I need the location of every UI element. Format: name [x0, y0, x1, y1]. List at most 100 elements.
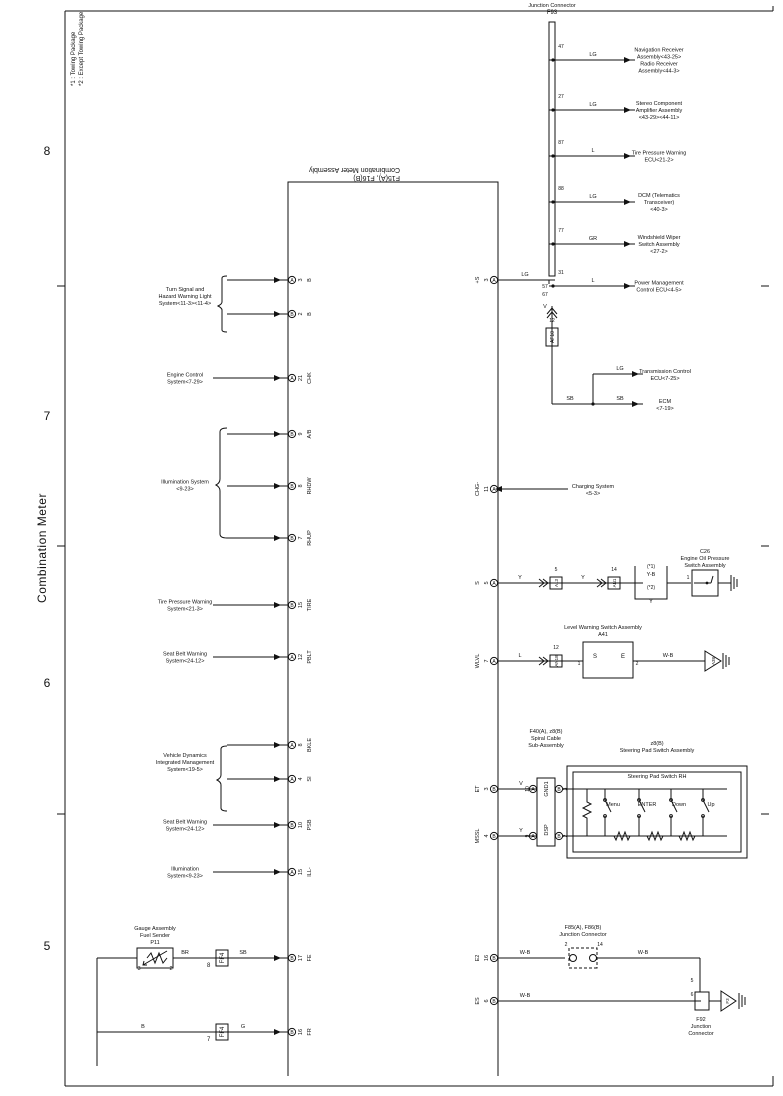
svg-text:21: 21: [298, 375, 304, 381]
note-line: *1 : Towing Package: [71, 31, 77, 86]
svg-text:E2: E2: [475, 955, 481, 962]
svg-text:Connector: Connector: [688, 1031, 714, 1037]
pin-number: 9: [525, 834, 531, 837]
svg-text:B: B: [290, 603, 294, 609]
svg-text:2: 2: [169, 966, 172, 972]
svg-text:4: 4: [298, 777, 304, 780]
washer-name: Level Warning Switch Assembly: [564, 625, 642, 631]
svg-text:3: 3: [484, 787, 490, 790]
section-number: 8: [44, 144, 51, 158]
system-line: Illumination: [171, 867, 199, 873]
wire-code: L: [591, 148, 594, 154]
svg-text:AN1: AN1: [612, 578, 617, 587]
svg-text:PSB: PSB: [307, 819, 313, 830]
arrow: [274, 776, 281, 782]
pin-label: PBLT: [307, 650, 313, 664]
svg-text:12: 12: [553, 645, 559, 651]
svg-text:(*1): (*1): [647, 564, 655, 570]
wire: [634, 583, 668, 600]
pin-number: 2: [169, 966, 172, 972]
svg-text:V: V: [543, 304, 547, 310]
entry-line: Windshield Wiper: [638, 235, 681, 241]
wire-code: G: [241, 1024, 245, 1030]
pin-number: 16: [298, 1029, 304, 1035]
svg-text:7: 7: [484, 659, 490, 662]
svg-text:Switch Assembly: Switch Assembly: [684, 563, 726, 569]
wire-code: W-B: [520, 950, 531, 956]
steering-pad-outer: [566, 765, 748, 859]
washer-switch: [582, 641, 634, 679]
svg-text:W-B: W-B: [520, 950, 531, 956]
arrow: [274, 375, 281, 381]
svg-text:Y: Y: [518, 575, 522, 581]
svg-text:L: L: [591, 278, 594, 284]
pin-label: E2: [475, 955, 481, 962]
svg-text:8: 8: [298, 743, 304, 746]
svg-text:z8(B): z8(B): [650, 741, 663, 747]
pin-number: 5: [484, 581, 490, 584]
svg-text:LG: LG: [589, 52, 596, 58]
svg-text:Spiral Cable: Spiral Cable: [531, 736, 561, 742]
svg-text:A: A: [290, 870, 294, 876]
svg-text:LG: LG: [616, 366, 623, 372]
svg-text:5: 5: [555, 567, 558, 573]
svg-text:47: 47: [558, 44, 564, 50]
svg-text:WLVL: WLVL: [475, 654, 481, 669]
entry-line: Assembly<43-25>: [637, 55, 681, 61]
washer-s: S: [593, 654, 597, 660]
meter-connector-label: F15(A), F16(B): [353, 174, 400, 181]
pin-number: 14: [597, 942, 603, 948]
svg-text:A: A: [290, 376, 294, 382]
svg-text:BR: BR: [181, 950, 189, 956]
pin-number: 8: [298, 743, 304, 746]
wire-code: BR: [181, 950, 189, 956]
svg-text:15: 15: [298, 869, 304, 875]
wire-code: Y: [581, 575, 585, 581]
meter-pin: [489, 656, 499, 666]
svg-text:B: B: [141, 1024, 145, 1030]
pin-number: 2: [636, 661, 639, 667]
svg-text:Menu: Menu: [606, 802, 620, 808]
svg-text:31: 31: [558, 270, 564, 276]
svg-text:F3: F3: [725, 998, 730, 1004]
washer-e: E: [621, 654, 625, 660]
washer-id: A41: [598, 632, 608, 638]
splice: [551, 154, 555, 158]
connector-an1: [607, 576, 621, 590]
wire-code: LG: [589, 102, 596, 108]
svg-text:Y-B: Y-B: [647, 572, 656, 578]
svg-text:F93: F93: [547, 10, 558, 16]
pin-number: 16: [484, 955, 490, 961]
pin-letter: B: [290, 484, 294, 490]
pin-letter: B: [290, 823, 294, 829]
svg-text:F85(A), F86(B): F85(A), F86(B): [565, 925, 602, 931]
entry-line: DCM (Telematics: [638, 193, 680, 199]
svg-text:MSSL: MSSL: [475, 829, 481, 844]
svg-text:A/B: A/B: [307, 429, 313, 438]
ground-label: F3: [725, 998, 730, 1004]
svg-text:67: 67: [542, 292, 548, 298]
svg-text:3: 3: [484, 278, 490, 281]
junction-entry: Navigation ReceiverAssembly<43-25>Radio …: [634, 48, 683, 75]
pin-letter: A: [531, 834, 535, 840]
svg-text:FE: FE: [307, 954, 313, 961]
connector-label: A13: [554, 579, 559, 588]
svg-text:5: 5: [691, 978, 694, 984]
svg-text:G: G: [241, 1024, 245, 1030]
fuel-connector: FF4: [220, 952, 226, 963]
svg-text:ES: ES: [475, 997, 481, 1005]
meter-pin: [489, 784, 499, 794]
resistor: [639, 830, 671, 842]
junction-f85-ref: F85(A), F86(B)Junction Connector: [559, 925, 607, 938]
entry-line: <40-3>: [650, 207, 667, 213]
svg-text:7: 7: [298, 536, 304, 539]
ground-label: A38: [711, 657, 716, 666]
entry-line: <27-2>: [650, 249, 667, 255]
svg-text:A38: A38: [711, 657, 716, 666]
svg-text:88: 88: [558, 186, 564, 192]
svg-text:ENTER: ENTER: [638, 802, 657, 808]
svg-text:A41: A41: [598, 632, 608, 638]
pin-label: A/B: [307, 429, 313, 438]
svg-text:Level Warning Switch Assembly: Level Warning Switch Assembly: [564, 625, 642, 631]
pin-number: 15: [298, 602, 304, 608]
